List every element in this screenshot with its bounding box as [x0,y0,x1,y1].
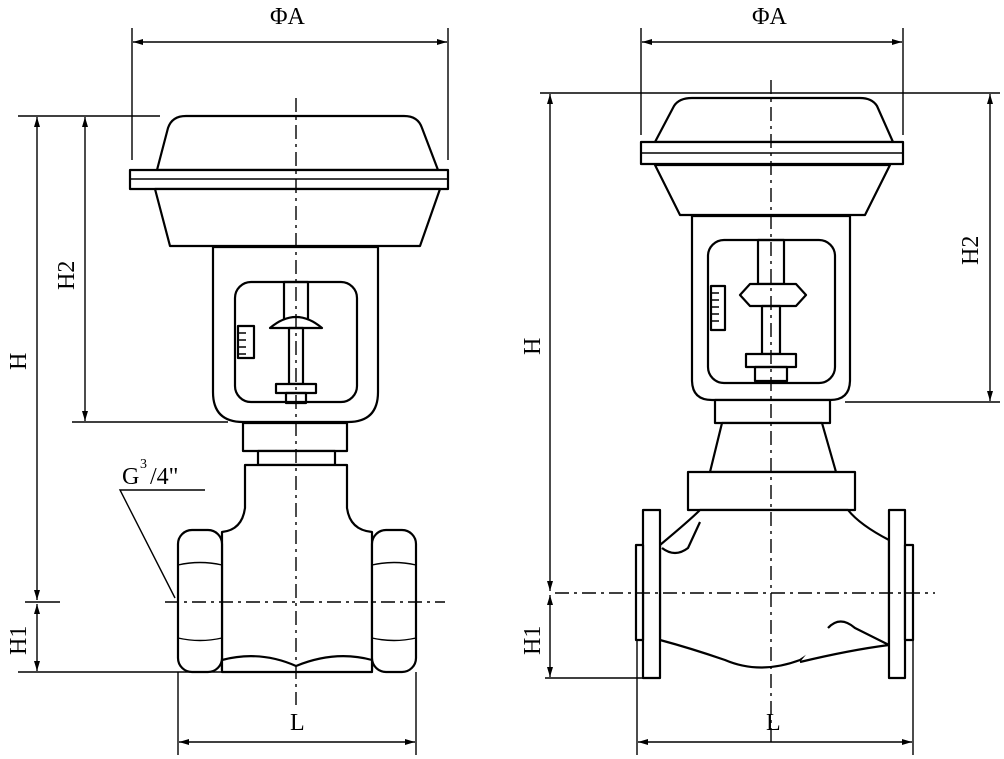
left-diameter-label: ΦA [270,4,306,30]
right-valve: ΦA [520,4,1000,755]
right-height-label: H [520,338,546,355]
right-h1-label: H1 [520,626,546,655]
left-height-label: H [6,353,32,370]
right-diameter-label: ΦA [752,4,788,30]
left-h1-label: H1 [6,626,32,655]
thread-size-denominator: /4" [150,464,178,490]
right-actuator [639,96,905,217]
left-dim-length: L [177,672,417,755]
left-valve: ΦA [6,4,450,755]
right-h2-label: H2 [958,236,984,265]
right-dim-length: L [636,640,914,755]
thread-callout: G 3 /4" [118,457,205,599]
right-body [634,508,915,680]
left-dim-heights: H H2 H1 [6,115,228,673]
right-dim-diameter: ΦA [640,4,904,135]
left-h2-label: H2 [54,261,80,290]
left-actuator [128,114,450,248]
thread-size-numerator: 3 [140,457,147,472]
left-bonnet [220,421,374,672]
left-body [176,528,418,674]
right-dim-heights: H H2 H1 [520,92,1000,679]
right-length-label: L [766,710,781,736]
thread-label: G [122,464,139,490]
left-length-label: L [290,710,305,736]
left-dim-diameter: ΦA [131,4,449,160]
